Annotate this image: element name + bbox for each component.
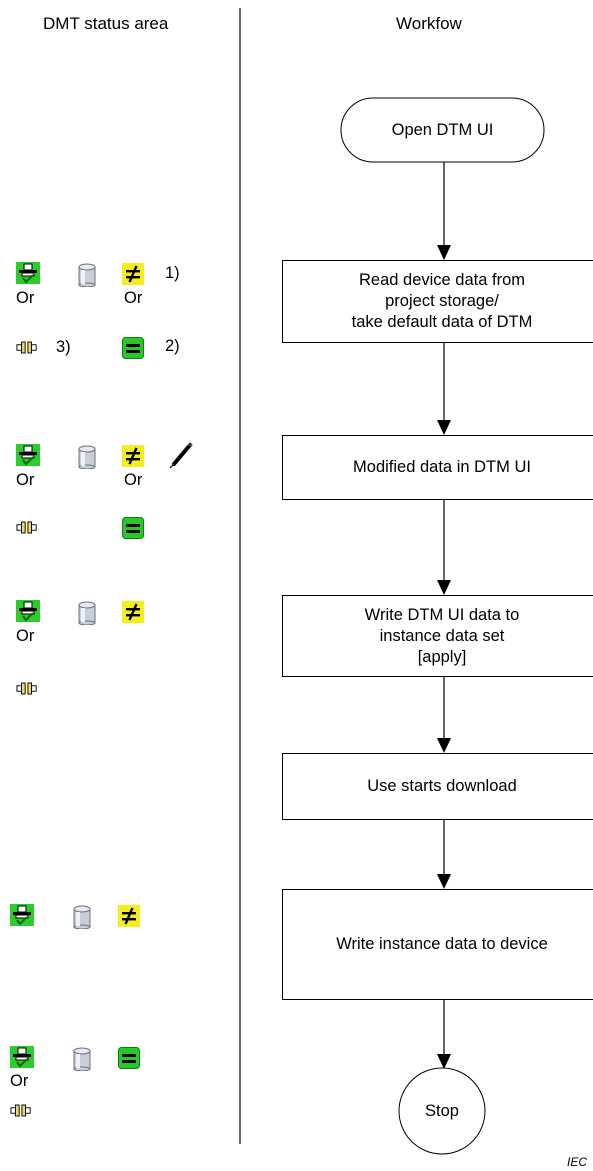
footnote-1: 1): [165, 264, 180, 282]
connected-plug-icon: [16, 600, 40, 622]
step-read-device-data: Read device data from project storage/ t…: [282, 260, 593, 343]
arrowhead: [437, 874, 451, 889]
connected-plug-icon: [10, 1046, 34, 1068]
not-equal-icon: [122, 445, 144, 467]
connected-plug-icon: [16, 262, 40, 284]
database-icon: [78, 445, 96, 469]
not-equal-icon: [118, 905, 140, 927]
step-modified-data: Modified data in DTM UI: [282, 435, 593, 500]
connected-plug-icon: [10, 904, 34, 926]
equal-icon: [122, 337, 144, 359]
arrowhead: [437, 580, 451, 595]
arrowhead: [437, 420, 451, 435]
footnote-3: 3): [56, 338, 71, 356]
database-icon: [73, 1047, 91, 1071]
arrowhead: [437, 245, 451, 260]
or-label: Or: [16, 289, 35, 307]
start-label: Open DTM UI: [391, 121, 494, 139]
step-read-device-data-label: Read device data from project storage/ t…: [351, 271, 533, 331]
or-label: Or: [16, 627, 35, 645]
step-write-ui-data: Write DTM UI data to instance data set […: [282, 595, 593, 677]
not-equal-icon: [122, 601, 144, 623]
workflow-header: Workfow: [396, 14, 462, 33]
connected-plug-icon: [16, 444, 40, 466]
arrowhead: [437, 738, 451, 753]
or-label: Or: [124, 289, 143, 307]
status-area-header: DMT status area: [43, 14, 169, 33]
pen-icon: [168, 442, 194, 470]
database-icon: [73, 905, 91, 929]
disconnected-plug-icon: [10, 1103, 32, 1118]
not-equal-icon: [122, 263, 144, 285]
disconnected-plug-icon: [16, 520, 38, 535]
footnote-2: 2): [165, 337, 180, 355]
step-start-download-label: Use starts download: [367, 777, 517, 795]
step-write-ui-data-label: Write DTM UI data to instance data set […: [364, 605, 520, 666]
equal-icon: [118, 1047, 140, 1069]
disconnected-plug-icon: [16, 340, 38, 355]
stop-terminal: [398, 1067, 486, 1155]
iec-mark: IEC: [567, 1155, 588, 1169]
equal-icon: [122, 517, 144, 539]
disconnected-plug-icon: [16, 681, 38, 696]
step-start-download: Use starts download: [282, 753, 593, 820]
database-icon: [78, 263, 96, 287]
stop-label: Stop: [425, 1102, 459, 1120]
arrowhead: [437, 1054, 451, 1069]
start-terminal: [340, 97, 545, 163]
database-icon: [78, 601, 96, 625]
or-label: Or: [10, 1072, 29, 1090]
step-modified-data-label: Modified data in DTM UI: [353, 458, 531, 476]
step-write-to-device: Write instance data to device: [282, 889, 593, 1000]
step-write-to-device-label: Write instance data to device: [336, 935, 548, 953]
or-label: Or: [16, 471, 35, 489]
or-label: Or: [124, 471, 143, 489]
